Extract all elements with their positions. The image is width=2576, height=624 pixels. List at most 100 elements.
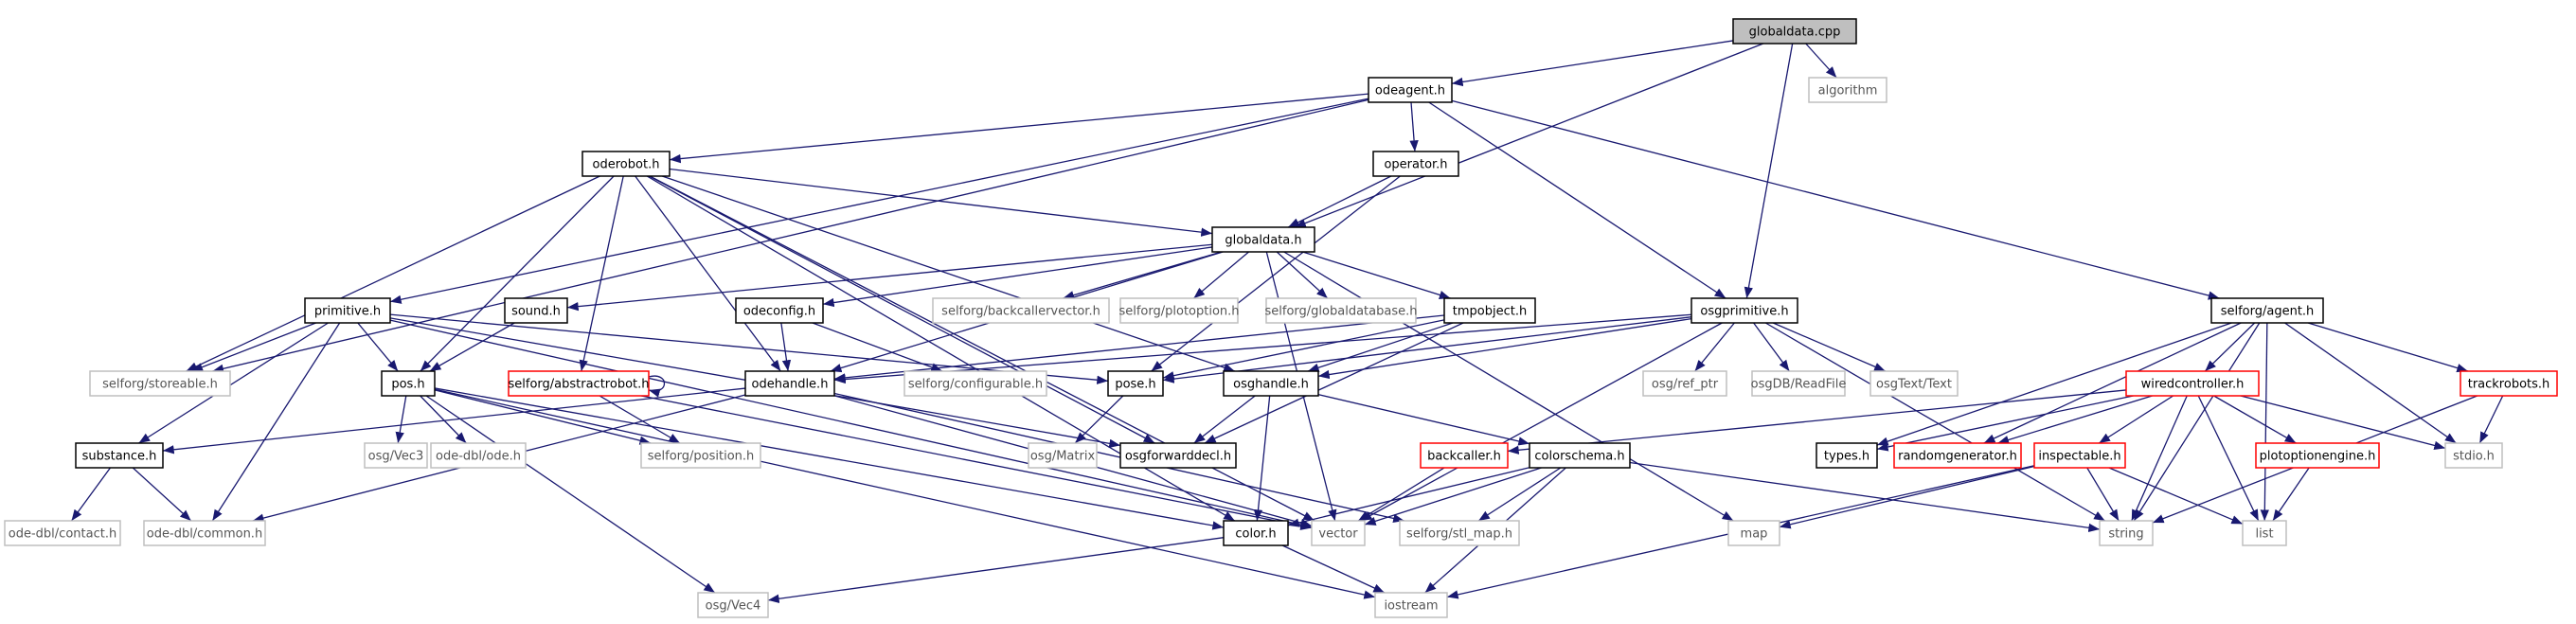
node-colorschema[interactable]: colorschema.h xyxy=(1529,442,1631,469)
node-label: selforg/backcallervector.h xyxy=(941,305,1100,319)
node-sound_h[interactable]: sound.h xyxy=(504,297,568,324)
node-box xyxy=(1529,442,1631,469)
edge-agent_h-to-types_h xyxy=(1876,322,2232,446)
node-globaldata_cpp[interactable]: globaldata.cpp xyxy=(1732,18,1857,45)
edge-globaldata_h-to-backcallervector xyxy=(1063,251,1222,300)
node-pos_h[interactable]: pos.h xyxy=(381,370,436,397)
node-label: osg/Vec4 xyxy=(706,599,761,614)
edge-globaldata_h-to-globaldatabase xyxy=(1276,251,1329,299)
node-box xyxy=(1751,370,1846,397)
node-box xyxy=(75,442,164,469)
edge-layer xyxy=(70,40,2504,603)
node-oderobot_h[interactable]: oderobot.h xyxy=(581,151,671,177)
node-primitive_h[interactable]: primitive.h xyxy=(304,297,391,324)
edge-inspectable-to-map xyxy=(1779,465,2035,529)
node-label: oderobot.h xyxy=(593,158,660,172)
node-ref_ptr: osg/ref_ptr xyxy=(1642,370,1727,397)
node-backcallervector: selforg/backcallervector.h xyxy=(932,297,1110,324)
edge-osgprimitive_h-to-odehandle_h xyxy=(833,313,1692,384)
edge-primitive_h-to-pos_h xyxy=(357,322,399,372)
node-label: osgforwarddecl.h xyxy=(1125,450,1231,464)
edge-colorschema-to-stl_map xyxy=(1477,467,1562,522)
node-agent_h[interactable]: selforg/agent.h xyxy=(2210,297,2324,324)
node-label: iostream xyxy=(1384,599,1438,614)
node-box xyxy=(2099,520,2154,546)
node-vec3: osg/Vec3 xyxy=(364,442,428,469)
node-wiredcontroller[interactable]: wiredcontroller.h xyxy=(2125,370,2260,397)
node-label: globaldata.h xyxy=(1225,234,1301,248)
edge-oderobot_h-to-odehandle_h xyxy=(635,175,781,372)
node-pose_h[interactable]: pose.h xyxy=(1107,370,1164,397)
node-box xyxy=(744,370,835,397)
node-inspectable[interactable]: inspectable.h xyxy=(2033,442,2126,469)
node-odedl_ode: ode-dbl/ode.h xyxy=(430,442,527,469)
edge-primitive_h-to-storeable xyxy=(191,322,316,372)
node-plotoption: selforg/plotoption.h xyxy=(1118,297,1240,324)
edge-agent_h-to-trackrobots xyxy=(2307,322,2469,373)
node-osghandle_h[interactable]: osghandle.h xyxy=(1223,370,1319,397)
node-types_h[interactable]: types.h xyxy=(1816,442,1878,469)
edge-oderobot_h-to-abstractrobot xyxy=(579,175,624,372)
edge-inspectable-to-list xyxy=(2108,467,2244,525)
edge-globaldata_h-to-plotoption xyxy=(1193,251,1249,299)
node-odehandle_h[interactable]: odehandle.h xyxy=(744,370,835,397)
edge-wiredcontroller-to-list xyxy=(2197,395,2260,522)
node-box xyxy=(903,370,1047,397)
edge-abstractrobot-to-position xyxy=(599,395,681,444)
edge-pose_h-to-matrix xyxy=(1074,395,1124,444)
edge-abstractrobot-self xyxy=(648,375,665,398)
node-box xyxy=(1690,297,1798,324)
edge-osghandle_h-to-osgforwarddecl xyxy=(1193,395,1256,444)
edge-globaldata_cpp-to-algorithm xyxy=(1805,43,1837,79)
edge-pos_h-to-vec4 xyxy=(425,395,716,594)
node-substance_h[interactable]: substance.h xyxy=(75,442,164,469)
node-osgforwarddecl[interactable]: osgforwarddecl.h xyxy=(1119,442,1237,469)
edge-odeconfig_h-to-configurable xyxy=(812,322,943,372)
node-box xyxy=(1028,442,1098,469)
node-tmpobject_h[interactable]: tmpobject.h xyxy=(1443,297,1536,324)
edge-color_h-to-vec4 xyxy=(767,537,1225,603)
node-box xyxy=(143,520,266,546)
node-vector: vector xyxy=(1311,520,1366,546)
node-matrix: osg/Matrix xyxy=(1028,442,1098,469)
node-odeagent_h[interactable]: odeagent.h xyxy=(1368,77,1453,103)
edge-wiredcontroller-to-inspectable xyxy=(2099,395,2174,444)
node-plotoptionengine[interactable]: plotoptionengine.h xyxy=(2255,442,2380,469)
edge-odehandle_h-to-substance_h xyxy=(162,387,746,455)
node-box xyxy=(1372,151,1459,177)
node-label: pos.h xyxy=(391,378,424,392)
node-box xyxy=(1893,442,2022,469)
node-backcaller[interactable]: backcaller.h xyxy=(1420,442,1509,469)
node-color_h[interactable]: color.h xyxy=(1223,520,1289,546)
node-box xyxy=(932,297,1110,324)
edge-tmpobject_h-to-osgforwarddecl xyxy=(1204,322,1464,444)
node-osgprimitive_h[interactable]: osgprimitive.h xyxy=(1690,297,1798,324)
edge-tmpobject_h-to-odehandle_h xyxy=(833,314,1445,383)
node-label: osgDB/ReadFile xyxy=(1751,378,1847,392)
node-box xyxy=(381,370,436,397)
node-box xyxy=(2125,370,2260,397)
node-randomgen[interactable]: randomgenerator.h xyxy=(1893,442,2022,469)
node-list: list xyxy=(2242,520,2287,546)
node-label: tmpobject.h xyxy=(1453,305,1527,319)
node-box xyxy=(2242,520,2287,546)
edge-primitive_h-to-vector xyxy=(389,319,1313,529)
edge-oderobot_h-to-osghandle_h xyxy=(661,175,1236,372)
edge-substance_h-to-contact xyxy=(70,467,112,522)
node-odeconfig_h[interactable]: odeconfig.h xyxy=(735,297,824,324)
node-abstractrobot[interactable]: selforg/abstractrobot.h xyxy=(508,370,650,397)
edge-osgprimitive_h-to-osgtext xyxy=(1772,322,1887,372)
edge-wiredcontroller-to-randomgen xyxy=(1997,395,2153,445)
node-label: primitive.h xyxy=(314,305,381,319)
node-position: selforg/position.h xyxy=(640,442,761,469)
node-box xyxy=(2255,442,2380,469)
node-box xyxy=(2460,370,2558,397)
node-globaldata_h[interactable]: globaldata.h xyxy=(1211,226,1315,253)
node-label: odehandle.h xyxy=(752,378,829,392)
node-box xyxy=(640,442,761,469)
edge-wiredcontroller-to-plotoptionengine xyxy=(2213,395,2297,444)
node-label: ode-dbl/contact.h xyxy=(9,527,116,542)
edge-substance_h-to-common xyxy=(132,467,192,522)
node-trackrobots[interactable]: trackrobots.h xyxy=(2460,370,2558,397)
node-operator_h[interactable]: operator.h xyxy=(1372,151,1459,177)
